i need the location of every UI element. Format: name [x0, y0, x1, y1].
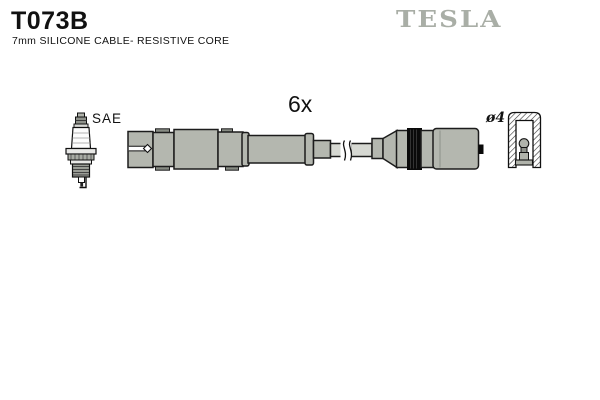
cable-assembly-drawing [127, 127, 484, 171]
brand-logo: TESLA [396, 7, 503, 34]
sae-terminal-label: SAE [92, 111, 123, 126]
quantity-label: 6x [288, 91, 313, 117]
product-subtitle: 7mm SILICONE CABLE- RESISTIVE CORE [12, 35, 230, 47]
part-number: T073B [11, 7, 89, 35]
terminal-diameter-label: ø4 [486, 110, 506, 126]
terminal-cap-drawing [507, 111, 542, 169]
spark-plug-drawing [65, 112, 97, 189]
